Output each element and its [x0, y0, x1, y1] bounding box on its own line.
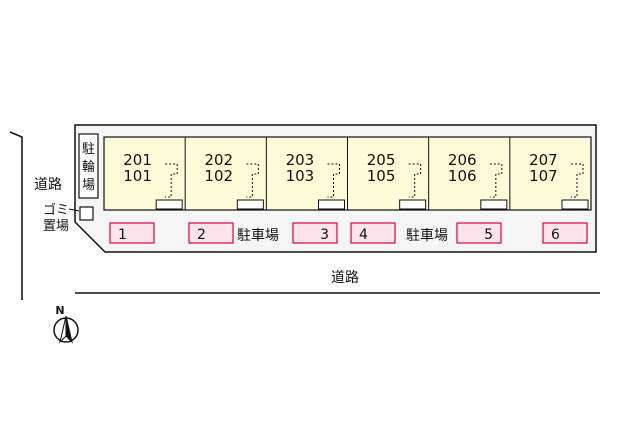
unit-number-upper: 206: [448, 151, 477, 169]
unit-balcony: [236, 199, 264, 210]
unit-balcony: [399, 199, 427, 210]
stair-outline: [571, 163, 584, 198]
parking-space: 2: [188, 222, 234, 244]
unit-number-upper: 201: [123, 151, 152, 169]
unit-balcony: [561, 199, 589, 210]
stair-outline: [489, 163, 503, 198]
unit-balcony: [155, 199, 183, 210]
north-label: N: [55, 304, 64, 317]
parking-space-number: 2: [197, 227, 206, 243]
parking-space-number: 5: [484, 227, 493, 243]
stair-outline: [408, 163, 422, 198]
unit-number-lower: 105: [367, 167, 396, 185]
unit-number-lower: 101: [123, 167, 152, 185]
garbage-label-top: ゴミ: [43, 202, 69, 218]
parking-space-box: [542, 222, 588, 244]
unit-number-lower: 102: [204, 167, 233, 185]
unit-balcony: [480, 199, 508, 210]
parking-label-left: 駐車場: [237, 227, 279, 244]
parking-space-box: [292, 222, 338, 244]
unit-number-upper: 202: [204, 151, 233, 169]
garbage-box-icon: [79, 206, 94, 221]
parking-space-number: 3: [320, 227, 329, 243]
parking-space: 1: [109, 222, 155, 244]
left-road-edge: [9, 131, 23, 300]
road-left-label: 道路: [34, 177, 62, 193]
unit-number-lower: 106: [448, 167, 477, 185]
parking-space: 4: [350, 222, 396, 244]
bicycle-label-2: 輪: [82, 159, 95, 175]
north-arrow-icon: N: [53, 304, 79, 344]
stair-outline: [327, 163, 340, 198]
bicycle-label-3: 場: [82, 178, 95, 193]
bicycle-parking-area: [78, 133, 99, 199]
parking-space-number: 1: [118, 227, 127, 243]
bicycle-label-1: 駐: [82, 142, 95, 157]
parking-space-number: 4: [359, 227, 368, 243]
parking-space-box: [109, 222, 155, 244]
parking-space-number: 6: [551, 227, 560, 243]
parking-space-box: [188, 222, 234, 244]
parking-space-box: [350, 222, 396, 244]
garbage-label-bottom: 置場: [43, 219, 69, 234]
unit-balcony: [318, 199, 345, 210]
unit-number-upper: 205: [367, 151, 396, 169]
unit-number-upper: 203: [286, 151, 315, 169]
stair-outline: [246, 163, 259, 198]
garbage-leader-line: [68, 208, 80, 212]
parking-space: 6: [542, 222, 588, 244]
parking-space: 5: [456, 222, 502, 244]
stair-outline: [165, 163, 178, 198]
unit-number-lower: 103: [286, 167, 315, 185]
unit-number-lower: 107: [529, 167, 558, 185]
unit-number-upper: 207: [529, 151, 558, 169]
parking-space-box: [456, 222, 502, 244]
road-bottom-label: 道路: [331, 270, 359, 286]
parking-space: 3: [292, 222, 338, 244]
parking-label-right: 駐車場: [406, 227, 448, 244]
